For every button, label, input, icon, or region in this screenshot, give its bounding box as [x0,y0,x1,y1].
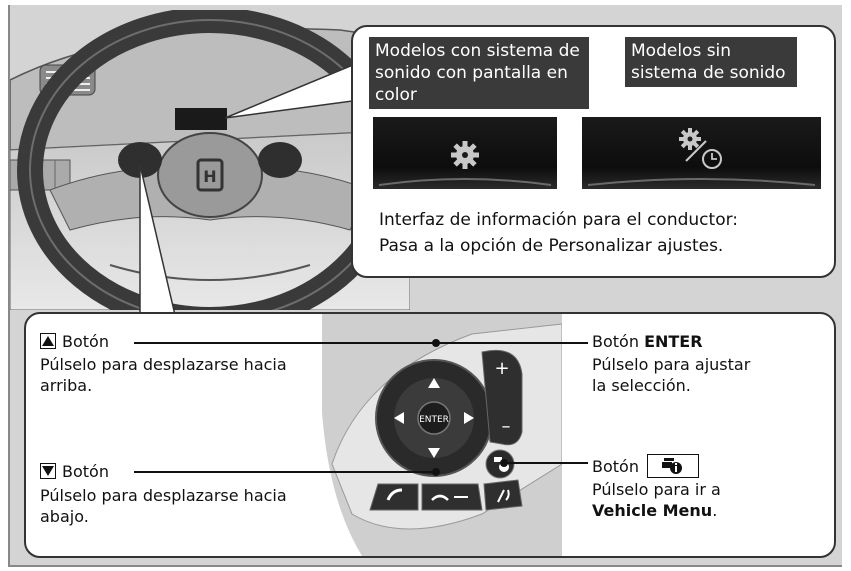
svg-text:H: H [203,167,216,186]
color-display-screen [373,117,557,189]
down-button-desc-line: abajo. [40,507,89,526]
frame-bottom-border [8,565,842,567]
info-button-title: Botón [592,454,699,478]
no-audio-display-screen [582,117,821,189]
description-line: Pasa a la opción de Personalizar ajustes… [379,236,724,256]
up-button-desc-line: arriba. [40,376,93,395]
down-button-label: Botón [62,462,109,481]
info-desc-suffix: . [712,501,718,520]
up-arrow-icon [40,333,56,349]
tag-line: color [375,85,417,105]
driver-info-description: Interfaz de información para el conducto… [379,207,799,259]
volume-plus-label: + [494,358,509,379]
down-button-title: Botón [40,462,109,482]
wheel-left-arrow [394,412,404,424]
up-button-label: Botón [62,332,109,351]
enter-key-label: ENTER [419,415,449,425]
tag-line: Modelos sin [631,41,732,61]
down-leader-dot [432,468,440,476]
wheel-down-arrow [428,448,440,458]
bottom-callout: Botón Púlselo para desplazarse hacia arr… [24,312,836,558]
dashboard-illustration: H [10,10,410,310]
up-leader-line [134,342,436,344]
down-leader-line [134,471,436,473]
wheel-right-arrow [464,412,474,424]
enter-button-desc-line: la selección. [592,376,691,395]
enter-button-desc-line: Púlselo para ajustar [592,355,751,374]
down-button-desc-line: Púlselo para desplazarse hacia [40,486,287,505]
up-button-title: Botón [40,332,109,352]
enter-button-prefix: Botón [592,332,645,351]
tag-line: sistema de sonido [631,63,786,83]
vehicle-menu-bold: Vehicle Menu [592,501,713,520]
info-button-desc-line2: Vehicle Menu. [592,501,717,521]
info-leader-line [504,462,588,464]
enter-button-title: Botón ENTER [592,332,703,352]
wheel-up-arrow [428,378,440,388]
enter-button-bold: ENTER [644,332,703,351]
down-arrow-icon [40,463,56,479]
gear-clock-icon [587,128,816,186]
info-button-icon [646,454,699,478]
up-button-desc-line: Púlselo para desplazarse hacia [40,355,287,374]
volume-minus-label: – [502,416,511,437]
gear-icon [378,141,552,186]
tag-line: sonido con pantalla en [375,63,568,83]
color-display-model-tag: Modelos con sistema de sonido con pantal… [369,37,589,109]
info-button-label: Botón [592,457,639,476]
info-button-desc-line: Púlselo para ir a [592,480,721,499]
steering-switch-illustration: ENTER + – [322,314,562,556]
enter-leader-line [438,342,588,344]
no-audio-model-tag: Modelos sin sistema de sonido [625,37,797,87]
info-leader-dot [500,459,508,467]
top-callout: Modelos con sistema de sonido con pantal… [351,25,836,278]
frame-left-border [8,5,10,566]
up-leader-dot [432,339,440,347]
tag-line: Modelos con sistema de [375,41,580,61]
description-line: Interfaz de información para el conducto… [379,210,739,230]
